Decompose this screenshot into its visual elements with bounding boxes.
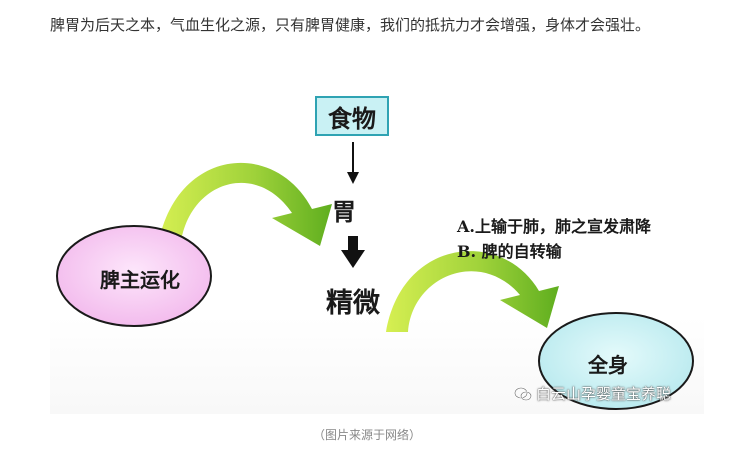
left-curved-arrow — [158, 162, 332, 250]
stomach-label: 胃 — [332, 197, 356, 226]
thin-arrow-head — [347, 172, 359, 184]
body-ellipse — [538, 312, 694, 410]
note-b: B. 脾的自转输 — [457, 242, 562, 261]
spleen-stomach-diagram: 食物 胃 精微 脾主运化 全身 A.上输于肺，肺之宣发肃降 B. 脾的自转输 白… — [50, 88, 704, 414]
wechat-icon — [514, 386, 532, 401]
spleen-function-label: 脾主运化 — [100, 268, 180, 292]
watermark: 白云山孕婴童宝养聪 — [514, 383, 671, 404]
image-caption: （图片来源于网络） — [312, 428, 421, 442]
spleen-ellipse — [56, 225, 212, 327]
thick-arrow-head — [341, 250, 365, 268]
diagram-graphics — [56, 142, 694, 410]
food-box: 食物 — [315, 96, 389, 136]
right-curved-arrow — [386, 251, 559, 332]
watermark-text: 白云山孕婴童宝养聪 — [536, 385, 672, 403]
article-paragraph: 脾胃为后天之本，气血生化之源，只有脾胃健康，我们的抵抗力才会增强，身体才会强壮。 — [50, 16, 651, 34]
note-a: A.上输于肺，肺之宣发肃降 — [457, 217, 651, 236]
whole-body-label: 全身 — [588, 353, 628, 377]
essence-label: 精微 — [326, 288, 380, 319]
